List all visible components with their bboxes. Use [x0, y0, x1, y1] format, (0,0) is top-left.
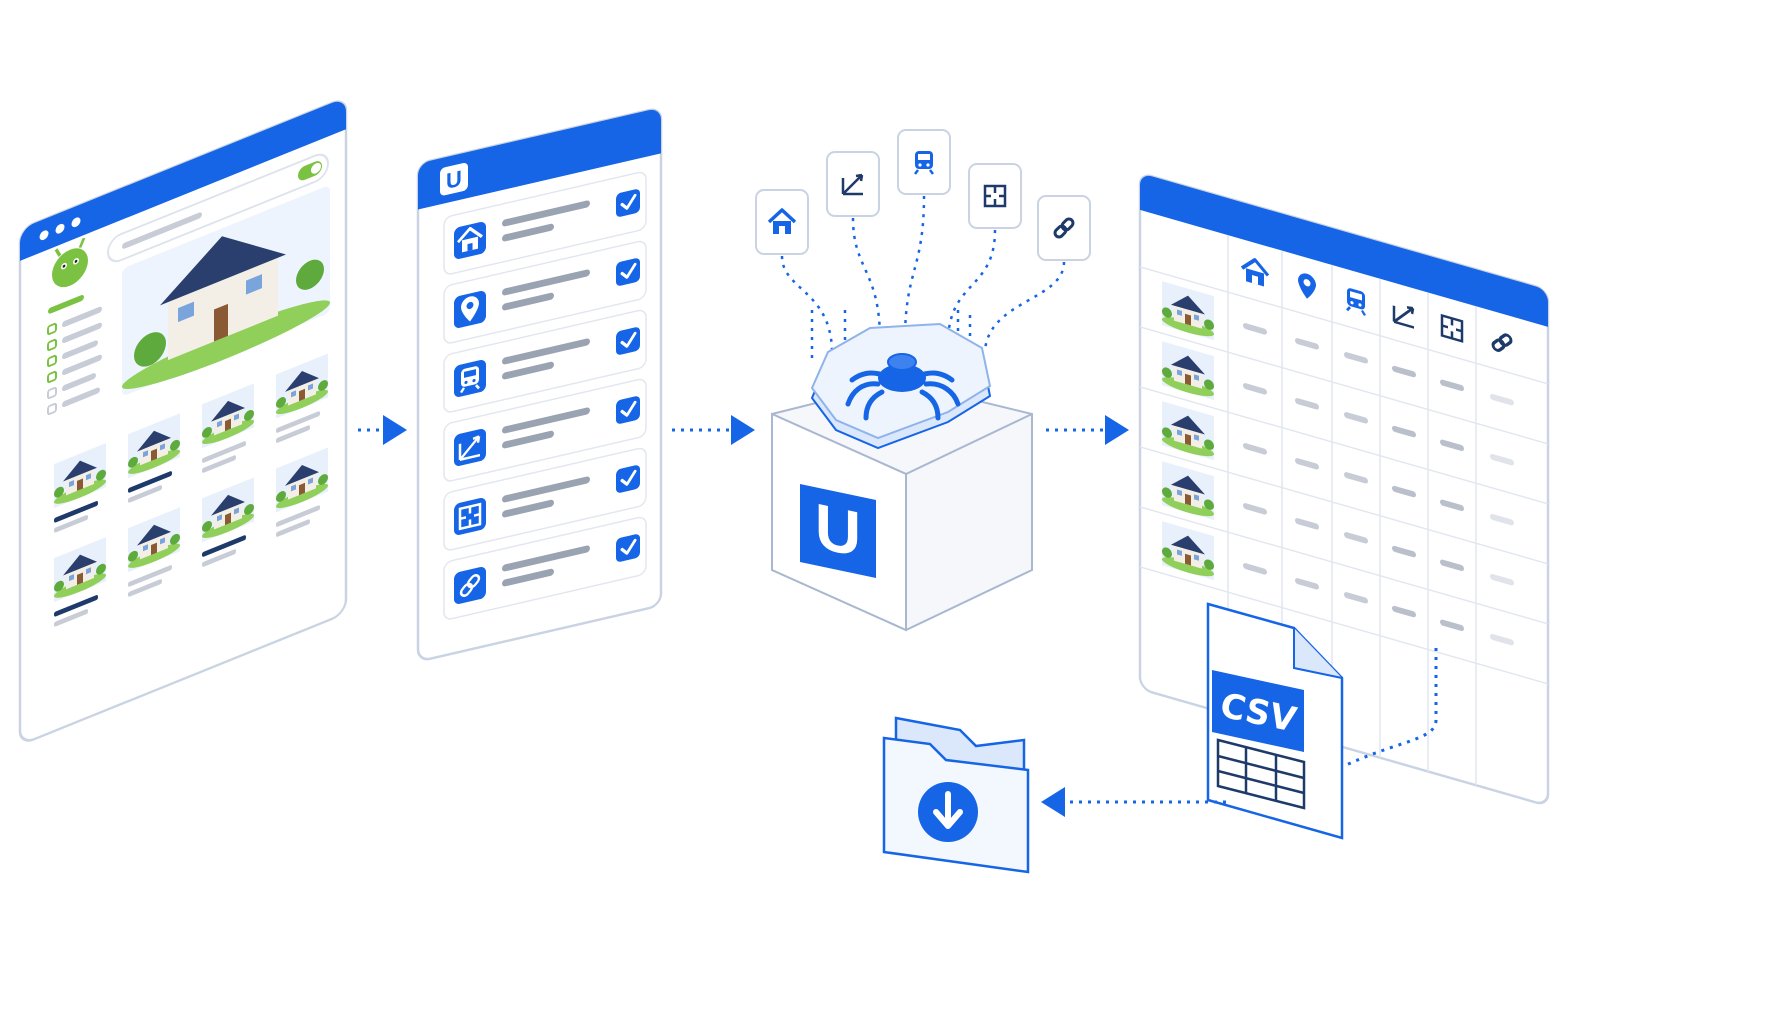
table-cell: [1392, 545, 1416, 558]
listing-website-window: [18, 100, 348, 742]
table-cell: [1490, 453, 1514, 466]
field-checkbox[interactable]: [616, 327, 640, 355]
listing-card[interactable]: [128, 413, 180, 503]
field-row[interactable]: [443, 516, 647, 621]
table-cell: [1243, 383, 1267, 395]
listing-card[interactable]: [276, 353, 328, 443]
table-cell: [1490, 393, 1514, 406]
table-cell: [1295, 338, 1319, 350]
table-cell: [1295, 398, 1319, 410]
data-streams: [780, 195, 1066, 360]
table-cell: [1295, 518, 1319, 530]
table-cell: [1344, 352, 1368, 364]
table-row: [1140, 281, 1548, 445]
table-cell: [1440, 559, 1464, 572]
mascot-logo: [52, 237, 88, 288]
table-cell: [1440, 439, 1464, 452]
table-cell: [1295, 458, 1319, 470]
csv-grid-icon: [1216, 738, 1306, 810]
table-cell: [1440, 499, 1464, 512]
listing-card[interactable]: [128, 507, 180, 597]
engine-brand-badge: U: [800, 484, 876, 578]
table-cell: [1440, 619, 1464, 632]
field-checkbox[interactable]: [616, 396, 640, 424]
featured-listing-image: [122, 186, 330, 395]
table-row: [1140, 341, 1548, 505]
field-row[interactable]: [443, 447, 647, 552]
field-row[interactable]: [443, 171, 647, 276]
field-row[interactable]: [443, 240, 647, 345]
table-cell: [1392, 425, 1416, 438]
table-cell: [1392, 365, 1416, 378]
csv-file: CSV: [1206, 602, 1344, 840]
table-cell: [1440, 379, 1464, 392]
table-cell: [1490, 513, 1514, 526]
input-tile-link: [1037, 195, 1091, 261]
input-tile-plan: [968, 163, 1022, 229]
field-row[interactable]: [443, 309, 647, 414]
table-cell: [1295, 578, 1319, 590]
svg-text:U: U: [815, 489, 861, 571]
field-input-tiles: [755, 129, 1091, 261]
field-checkbox[interactable]: [616, 258, 640, 286]
table-row: [1140, 521, 1548, 685]
input-tile-train: [897, 129, 951, 195]
spider-bot-icon: [845, 353, 961, 421]
brand-logo: U: [446, 166, 462, 194]
listing-card[interactable]: [202, 383, 254, 473]
table-cell: [1243, 443, 1267, 455]
listing-card[interactable]: [54, 537, 106, 627]
table-cell: [1392, 485, 1416, 498]
table-cell: [1344, 412, 1368, 424]
table-cell: [1243, 323, 1267, 335]
listing-card[interactable]: [202, 477, 254, 567]
table-row: [1140, 461, 1548, 625]
table-cell: [1490, 573, 1514, 586]
listing-card[interactable]: [276, 447, 328, 537]
download-arrow-icon[interactable]: [918, 782, 978, 842]
table-cell: [1344, 592, 1368, 604]
listing-grid: [54, 353, 328, 627]
results-table-window: [1138, 174, 1550, 805]
field-row[interactable]: [443, 378, 647, 483]
filter-sidebar: [47, 295, 102, 416]
field-checkbox[interactable]: [616, 465, 640, 493]
table-row: [1140, 401, 1548, 565]
input-tile-house: [755, 189, 809, 255]
input-tile-measure: [826, 151, 880, 217]
download-folder[interactable]: [882, 716, 1030, 874]
table-cell: [1243, 503, 1267, 515]
table-cell: [1243, 563, 1267, 575]
field-checkbox[interactable]: [616, 534, 640, 562]
table-cell: [1344, 532, 1368, 544]
field-selector-panel: U: [416, 108, 663, 661]
scraper-engine: U: [755, 129, 1091, 632]
listing-card[interactable]: [54, 443, 106, 533]
flow-connector-table-csv: [1343, 648, 1438, 768]
field-checkbox[interactable]: [616, 189, 640, 217]
table-cell: [1344, 472, 1368, 484]
search-input[interactable]: [107, 150, 329, 265]
window-dots: [39, 217, 81, 241]
table-cell: [1392, 605, 1416, 618]
table-cell: [1490, 633, 1514, 646]
